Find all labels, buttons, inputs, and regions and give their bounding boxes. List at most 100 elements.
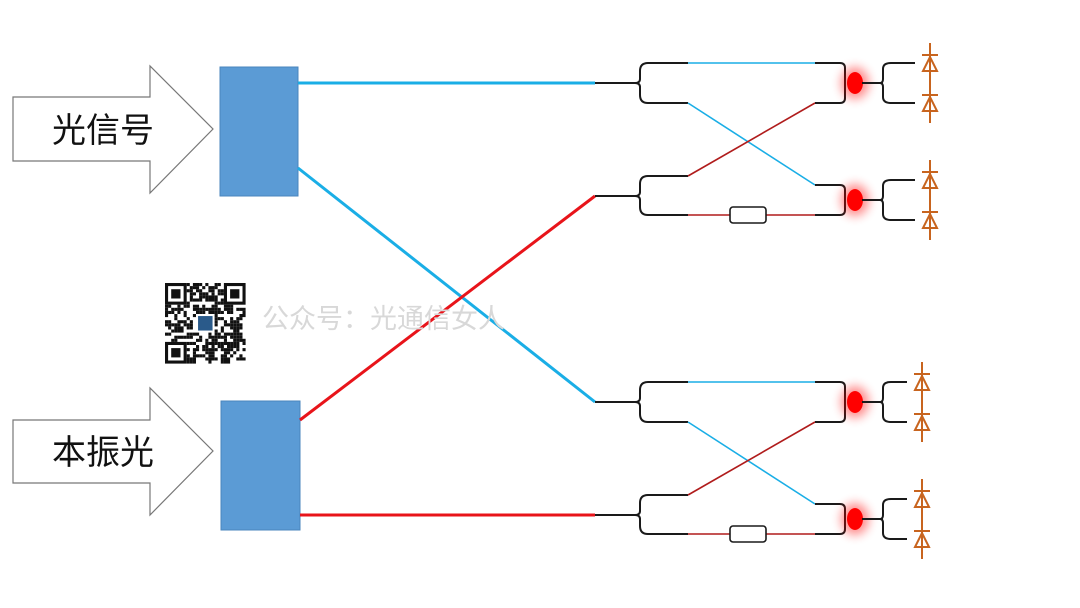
qr-module xyxy=(202,345,206,349)
qr-module xyxy=(214,286,218,290)
qr-finder-center xyxy=(171,289,181,299)
qr-module xyxy=(233,332,237,336)
coupler-dot xyxy=(847,72,863,94)
qr-module xyxy=(205,351,209,355)
qr-module xyxy=(233,320,237,324)
qr-module xyxy=(211,295,215,299)
qr-module xyxy=(220,326,224,330)
qr-module xyxy=(208,354,212,358)
qr-finder-center xyxy=(171,348,181,358)
qr-logo xyxy=(197,315,214,332)
qr-module xyxy=(196,289,200,293)
qr-module xyxy=(202,304,206,308)
qr-module xyxy=(189,298,193,302)
qr-code xyxy=(165,282,246,364)
qr-module xyxy=(239,354,243,358)
qr-module xyxy=(239,357,243,361)
qr-module xyxy=(236,307,240,311)
qr-module xyxy=(239,326,243,330)
qr-module xyxy=(186,354,190,358)
qr-module xyxy=(230,341,234,345)
qr-module xyxy=(220,360,224,364)
qr-module xyxy=(174,317,178,321)
diode-triangle xyxy=(921,54,939,72)
qr-module xyxy=(165,304,169,308)
qr-module xyxy=(168,326,172,330)
qr-module xyxy=(208,341,212,345)
qr-module xyxy=(202,348,206,352)
qr-module xyxy=(217,332,221,336)
qr-module xyxy=(199,289,203,293)
photodiode-icon xyxy=(921,200,939,240)
qr-module xyxy=(208,335,212,339)
qr-module xyxy=(223,332,227,336)
qr-module xyxy=(227,360,231,364)
qr-module xyxy=(165,314,169,318)
qr-module xyxy=(211,348,215,352)
qr-module xyxy=(202,286,206,290)
qr-module xyxy=(220,310,224,314)
qr-module xyxy=(186,304,190,308)
qr-module xyxy=(202,295,206,299)
qr-module xyxy=(180,329,184,333)
qr-module xyxy=(227,307,231,311)
qr-module xyxy=(214,298,218,302)
qr-module xyxy=(214,341,218,345)
qr-module xyxy=(217,335,221,339)
qr-module xyxy=(236,332,240,336)
photodiode-icon xyxy=(913,362,931,402)
qr-module xyxy=(220,317,224,321)
qr-module xyxy=(208,307,212,311)
qr-module xyxy=(171,323,175,327)
qr-module xyxy=(242,357,246,361)
qr-module xyxy=(186,301,190,305)
qr-module xyxy=(230,304,234,308)
coupler-arms xyxy=(815,62,846,104)
qr-module xyxy=(183,323,187,327)
qr-module xyxy=(186,335,190,339)
qr-module xyxy=(220,329,224,333)
diode-triangle xyxy=(913,490,931,508)
qr-module xyxy=(236,320,240,324)
qr-module xyxy=(236,338,240,342)
qr-module xyxy=(239,338,243,342)
qr-module xyxy=(239,332,243,336)
qr-module xyxy=(205,283,209,287)
qr-module xyxy=(186,360,190,364)
qr-module xyxy=(211,286,215,290)
qr-module xyxy=(220,345,224,349)
qr-module xyxy=(205,295,209,299)
qr-module xyxy=(168,320,172,324)
qr-module xyxy=(196,345,200,349)
qr-module xyxy=(208,360,212,364)
signal-fiber-bottom xyxy=(297,166,596,404)
qr-module xyxy=(180,335,184,339)
qr-module xyxy=(233,326,237,330)
detector-split xyxy=(862,62,915,104)
qr-finder xyxy=(165,341,187,364)
qr-module xyxy=(186,332,190,336)
qr-module xyxy=(208,298,212,302)
qr-module xyxy=(208,351,212,355)
qr-module xyxy=(214,317,218,321)
qr-module xyxy=(165,323,169,327)
qr-module xyxy=(220,348,224,352)
qr-module xyxy=(189,341,193,345)
qr-module xyxy=(196,304,200,308)
qr-module xyxy=(242,307,246,311)
qr-module xyxy=(223,357,227,361)
qr-module xyxy=(211,298,215,302)
qr-module xyxy=(236,323,240,327)
qr-module xyxy=(183,310,187,314)
qr-module xyxy=(220,298,224,302)
qr-module xyxy=(223,348,227,352)
qr-module xyxy=(236,348,240,352)
qr-module xyxy=(227,341,231,345)
qr-module xyxy=(211,357,215,361)
qr-module xyxy=(214,338,218,342)
qr-module xyxy=(223,320,227,324)
qr-module xyxy=(199,338,203,342)
qr-module xyxy=(196,298,200,302)
qr-module xyxy=(220,301,224,305)
